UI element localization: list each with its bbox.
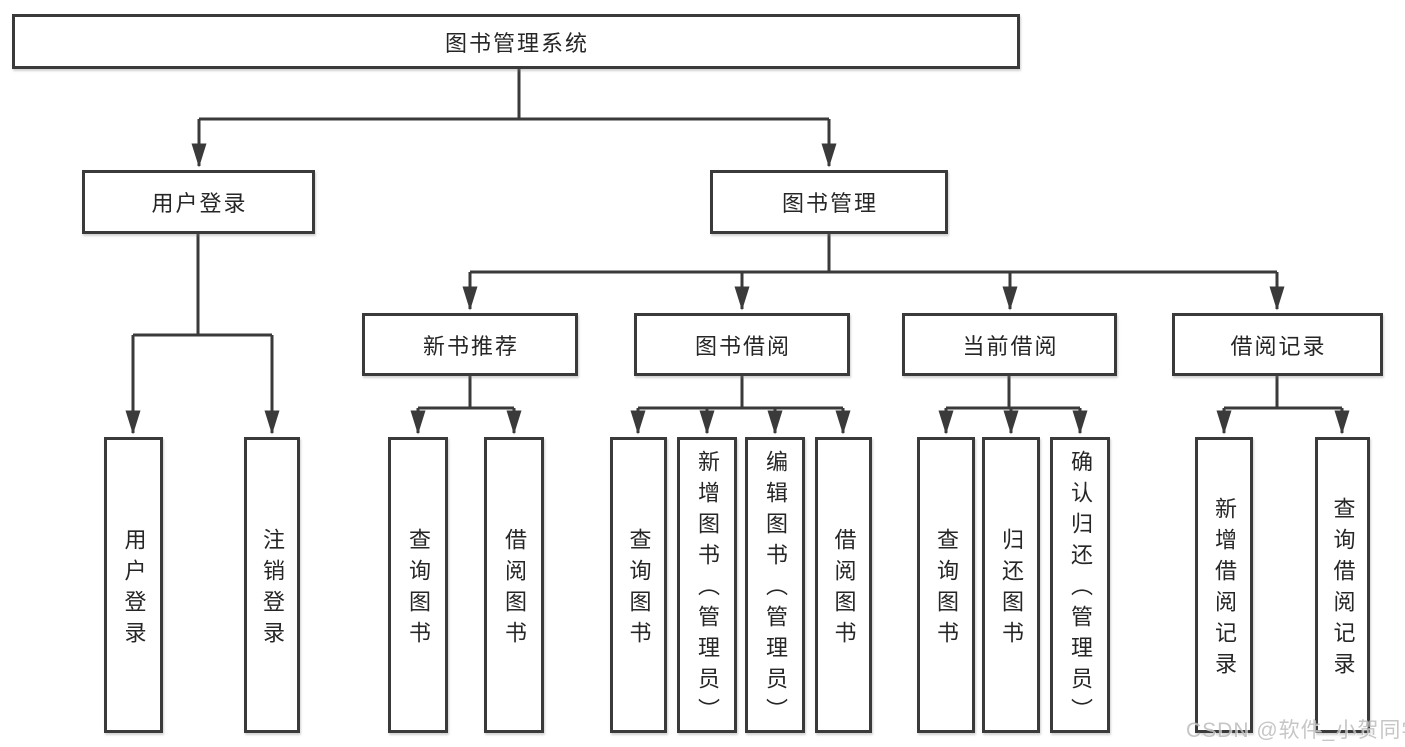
leaf-borrow-add-admin-label: 新增图书（管理员） — [695, 450, 720, 729]
leaf-user-login: 用户登录 — [104, 437, 163, 733]
leaf-borrow-query: 查询图书 — [610, 437, 667, 733]
leaf-newbook-borrow-label: 借阅图书 — [502, 527, 527, 652]
leaf-record-add-label: 新增借阅记录 — [1212, 496, 1237, 683]
leaf-logout: 注销登录 — [244, 437, 300, 733]
leaf-borrow-query-label: 查询图书 — [626, 527, 652, 652]
node-book-borrow-label: 图书借阅 — [694, 333, 791, 359]
leaf-current-confirm-admin-label: 确认归还（管理员） — [1068, 450, 1093, 729]
leaf-record-query: 查询借阅记录 — [1315, 437, 1370, 733]
leaf-record-query-label: 查询借阅记录 — [1330, 496, 1356, 683]
node-root: 图书管理系统 — [12, 14, 1020, 69]
connector-group — [125, 68, 1350, 435]
node-current-borrow: 当前借阅 — [902, 313, 1117, 376]
leaf-borrow-edit-admin: 编辑图书（管理员） — [745, 437, 805, 733]
leaf-logout-label: 注销登录 — [260, 527, 285, 652]
leaf-borrow-book-label: 借阅图书 — [831, 527, 857, 652]
csdn-watermark: CSDN @软件_小贺同学 — [1186, 719, 1405, 742]
leaf-current-query-label: 查询图书 — [934, 527, 959, 652]
node-new-book-recommend: 新书推荐 — [362, 313, 578, 376]
node-borrow-records: 借阅记录 — [1172, 313, 1383, 376]
node-user-login-label: 用户登录 — [151, 191, 248, 216]
leaf-borrow-book: 借阅图书 — [815, 437, 872, 733]
leaf-record-add: 新增借阅记录 — [1195, 437, 1253, 733]
node-current-borrow-label: 当前借阅 — [962, 333, 1059, 359]
node-book-management-label: 图书管理 — [781, 191, 878, 216]
leaf-newbook-borrow: 借阅图书 — [484, 437, 544, 733]
leaf-borrow-edit-admin-label: 编辑图书（管理员） — [763, 450, 788, 729]
leaf-current-return: 归还图书 — [982, 437, 1040, 733]
leaf-current-query: 查询图书 — [917, 437, 975, 733]
leaf-user-login-label: 用户登录 — [121, 527, 147, 652]
leaf-current-confirm-admin: 确认归还（管理员） — [1050, 437, 1110, 733]
node-new-book-recommend-label: 新书推荐 — [422, 333, 519, 359]
node-root-label: 图书管理系统 — [444, 30, 589, 56]
leaf-newbook-query: 查询图书 — [388, 437, 448, 733]
node-user-login: 用户登录 — [82, 170, 315, 234]
leaf-current-return-label: 归还图书 — [999, 527, 1024, 652]
leaf-borrow-add-admin: 新增图书（管理员） — [677, 437, 737, 733]
node-book-management: 图书管理 — [710, 170, 948, 234]
node-borrow-records-label: 借阅记录 — [1230, 333, 1327, 359]
node-book-borrow: 图书借阅 — [634, 313, 850, 376]
leaf-newbook-query-label: 查询图书 — [406, 527, 431, 652]
